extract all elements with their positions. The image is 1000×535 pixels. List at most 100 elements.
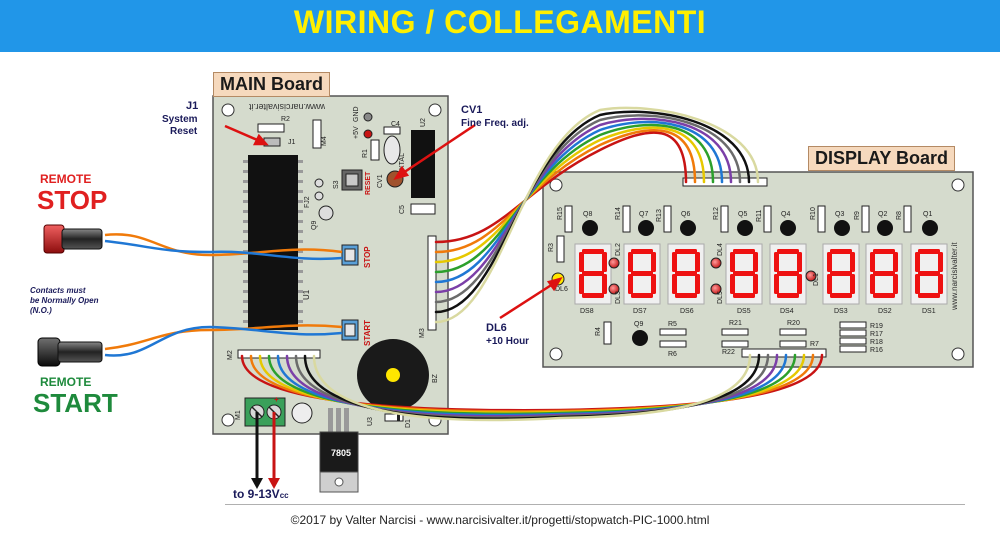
dl6-desc: +10 Hour: [486, 336, 530, 347]
svg-text:Q9: Q9: [634, 321, 643, 328]
svg-text:R20: R20: [787, 320, 800, 327]
svg-text:M1: M1: [235, 410, 242, 420]
power-sub: cc: [279, 491, 289, 500]
svg-text:Q8: Q8: [583, 211, 592, 218]
digit-ds8: [574, 243, 612, 305]
digit-ds3: [822, 243, 860, 305]
svg-text:STOP: STOP: [363, 246, 372, 268]
cv1-label: CV1: [461, 104, 483, 116]
power-text: to 9-13V: [233, 487, 280, 501]
svg-text:R16: R16: [870, 347, 883, 354]
ribbon-wire-top: [434, 114, 742, 304]
svg-text:R8: R8: [896, 211, 903, 220]
svg-text:Q4: Q4: [781, 211, 790, 218]
ribbon-wire-bottom: [312, 353, 752, 422]
switch-cables: [104, 233, 343, 357]
svg-text:R13: R13: [656, 209, 663, 222]
contacts-note-3: (N.O.): [30, 306, 52, 315]
svg-text:DL4: DL4: [717, 243, 724, 256]
ribbon-wire-top: [434, 131, 688, 244]
contacts-note-1: Contacts must: [30, 286, 86, 295]
svg-text:DS3: DS3: [834, 308, 848, 315]
page-title: WIRING / COLLEGAMENTI: [293, 4, 707, 40]
contacts-note-2: be Normally Open: [30, 296, 99, 305]
digit-ds6: [667, 243, 705, 305]
svg-text:M4: M4: [321, 136, 328, 146]
ribbon-wire-top: [434, 128, 697, 254]
stop-pushbutton: [43, 224, 103, 254]
svg-text:R7: R7: [810, 341, 819, 348]
svg-text:M3: M3: [419, 328, 426, 338]
svg-text:Q1: Q1: [923, 211, 932, 218]
digit-ds2: [865, 243, 903, 305]
start-pushbutton: [37, 337, 103, 367]
svg-text:DS2: DS2: [878, 308, 892, 315]
ribbon-wire-top: [434, 117, 733, 294]
annotation-arrows: [224, 123, 563, 320]
power-wires: [255, 412, 276, 478]
svg-text:R15: R15: [557, 207, 564, 220]
svg-text:J1: J1: [288, 139, 296, 146]
svg-text:S3: S3: [333, 180, 340, 189]
svg-text:R10: R10: [810, 207, 817, 220]
footer-divider: [225, 504, 965, 505]
digit-ds1: [910, 243, 948, 305]
svg-text:R19: R19: [870, 323, 883, 330]
svg-text:D1: D1: [405, 419, 412, 428]
cv1-desc: Fine Freq. adj.: [461, 118, 529, 129]
ribbon-wire-top: [434, 106, 760, 324]
regulator-7805: 7805: [319, 408, 359, 493]
power-label: to 9-13Vcc: [233, 487, 289, 501]
svg-text:R1: R1: [362, 149, 369, 158]
svg-text:DL1: DL1: [813, 273, 820, 286]
svg-text:C5: C5: [399, 205, 406, 214]
svg-text:R21: R21: [729, 320, 742, 327]
svg-text:R6: R6: [668, 351, 677, 358]
digit-ds7: [623, 243, 661, 305]
svg-text:Q2: Q2: [878, 211, 887, 218]
display-board-label: DISPLAY Board: [808, 146, 956, 171]
svg-text:GND: GND: [353, 106, 360, 122]
svg-text:U3: U3: [367, 417, 374, 426]
remote-start-text: START: [33, 388, 118, 418]
svg-text:DS5: DS5: [737, 308, 751, 315]
svg-text:XTAL: XTAL: [399, 153, 406, 170]
ribbon-wire-top: [434, 110, 751, 314]
svg-text:BZ: BZ: [432, 373, 439, 383]
svg-text:DS6: DS6: [680, 308, 694, 315]
remote-start-title: START: [33, 388, 118, 419]
svg-text:R18: R18: [870, 339, 883, 346]
svg-text:DL6: DL6: [555, 286, 568, 293]
svg-text:DS7: DS7: [633, 308, 647, 315]
svg-text:R22: R22: [722, 349, 735, 356]
svg-text:R5: R5: [668, 321, 677, 328]
svg-text:Q9: Q9: [311, 221, 318, 230]
svg-text:DS8: DS8: [580, 308, 594, 315]
svg-text:START: START: [363, 320, 372, 346]
ribbon-wire-top: [434, 120, 724, 284]
svg-text:R4: R4: [595, 327, 602, 336]
svg-text:CV1: CV1: [377, 174, 384, 188]
svg-text:R12: R12: [713, 207, 720, 220]
svg-text:R9: R9: [854, 211, 861, 220]
svg-text:www.narcisivalter.it: www.narcisivalter.it: [248, 102, 326, 112]
svg-text:R3: R3: [548, 243, 555, 252]
svg-text:DS1: DS1: [922, 308, 936, 315]
regulator-label: 7805: [331, 448, 351, 458]
svg-text:Q5: Q5: [738, 211, 747, 218]
svg-text:RESET: RESET: [365, 171, 372, 195]
svg-text:www.narcisivalter.it: www.narcisivalter.it: [950, 242, 959, 311]
main-board-label: MAIN Board: [213, 72, 330, 97]
svg-text:DL2: DL2: [615, 243, 622, 256]
svg-text:U2: U2: [420, 118, 427, 127]
remote-start-label: REMOTE: [40, 375, 92, 389]
header-banner: [0, 0, 1000, 52]
remote-stop-label: REMOTE: [40, 172, 92, 186]
svg-text:FJ2: FJ2: [304, 196, 311, 208]
svg-text:R17: R17: [870, 331, 883, 338]
svg-text:M2: M2: [227, 350, 234, 360]
svg-text:DL3: DL3: [615, 291, 622, 304]
digit-ds4: [769, 243, 807, 305]
